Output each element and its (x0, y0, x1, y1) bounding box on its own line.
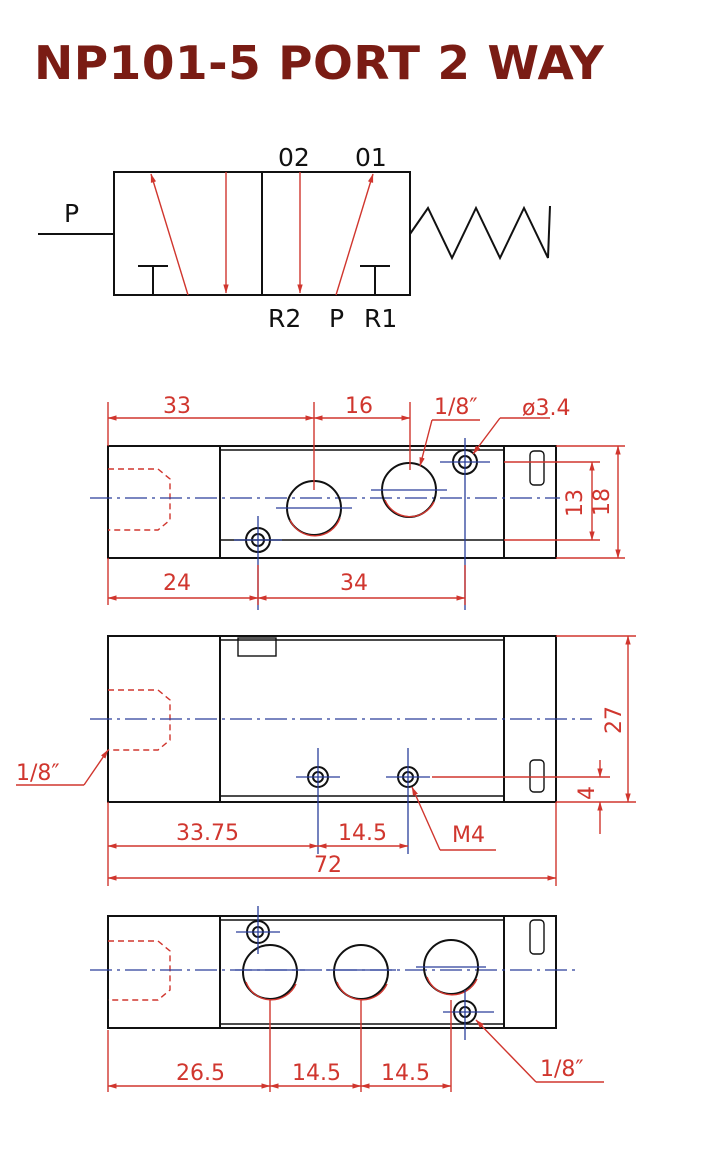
thread-hidden (108, 689, 171, 751)
valve-symbol: P 02 01 R2 P R1 (38, 143, 551, 333)
dim-33-75: 33.75 (176, 821, 239, 846)
port-label-r2: R2 (268, 304, 301, 333)
dim-27: 27 (602, 706, 627, 734)
port-circle (242, 944, 298, 1000)
page-title: NP101-5 PORT 2 WAY (34, 36, 605, 90)
thread-hidden (108, 468, 171, 531)
dim-14-5-a: 14.5 (292, 1061, 341, 1086)
dim-13: 13 (563, 489, 588, 517)
dim-26-5: 26.5 (176, 1061, 225, 1086)
flow-arrow (150, 173, 189, 296)
flow-arrow (335, 173, 374, 296)
dim-dia-3-4: ø3.4 (522, 396, 570, 421)
side-view: 27 1/8″ 4 33.75 14.5 M4 72 (16, 635, 636, 886)
port-label-02: 02 (278, 143, 310, 172)
top-tab (237, 637, 277, 657)
port-label-p-left: P (64, 199, 79, 228)
dim-34: 34 (340, 571, 368, 596)
dim-4: 4 (575, 786, 600, 800)
dim-thread-1-8: 1/8″ (540, 1057, 584, 1082)
dim-14-5-b: 14.5 (381, 1061, 430, 1086)
bottom-view: 26.5 14.5 14.5 1/8″ (90, 906, 604, 1092)
dim-m4: M4 (452, 823, 485, 848)
body-outline (107, 915, 557, 1029)
body-outline (107, 445, 557, 559)
port-circle (333, 944, 389, 1000)
spring-symbol (409, 205, 551, 261)
dim-18: 18 (590, 488, 615, 516)
top-view: 33 16 1/8″ ø3.4 13 18 24 34 (90, 394, 625, 610)
port-label-r1: R1 (364, 304, 397, 333)
dim-24: 24 (163, 571, 191, 596)
port-label-01: 01 (355, 143, 387, 172)
dim-33: 33 (163, 394, 191, 419)
dim-16: 16 (345, 394, 373, 419)
dim-thread-1-8: 1/8″ (434, 395, 478, 420)
dim-14-5: 14.5 (338, 821, 387, 846)
port-label-p-bottom: P (329, 304, 344, 333)
dim-72: 72 (314, 853, 342, 878)
dim-thread-1-8: 1/8″ (16, 761, 60, 786)
